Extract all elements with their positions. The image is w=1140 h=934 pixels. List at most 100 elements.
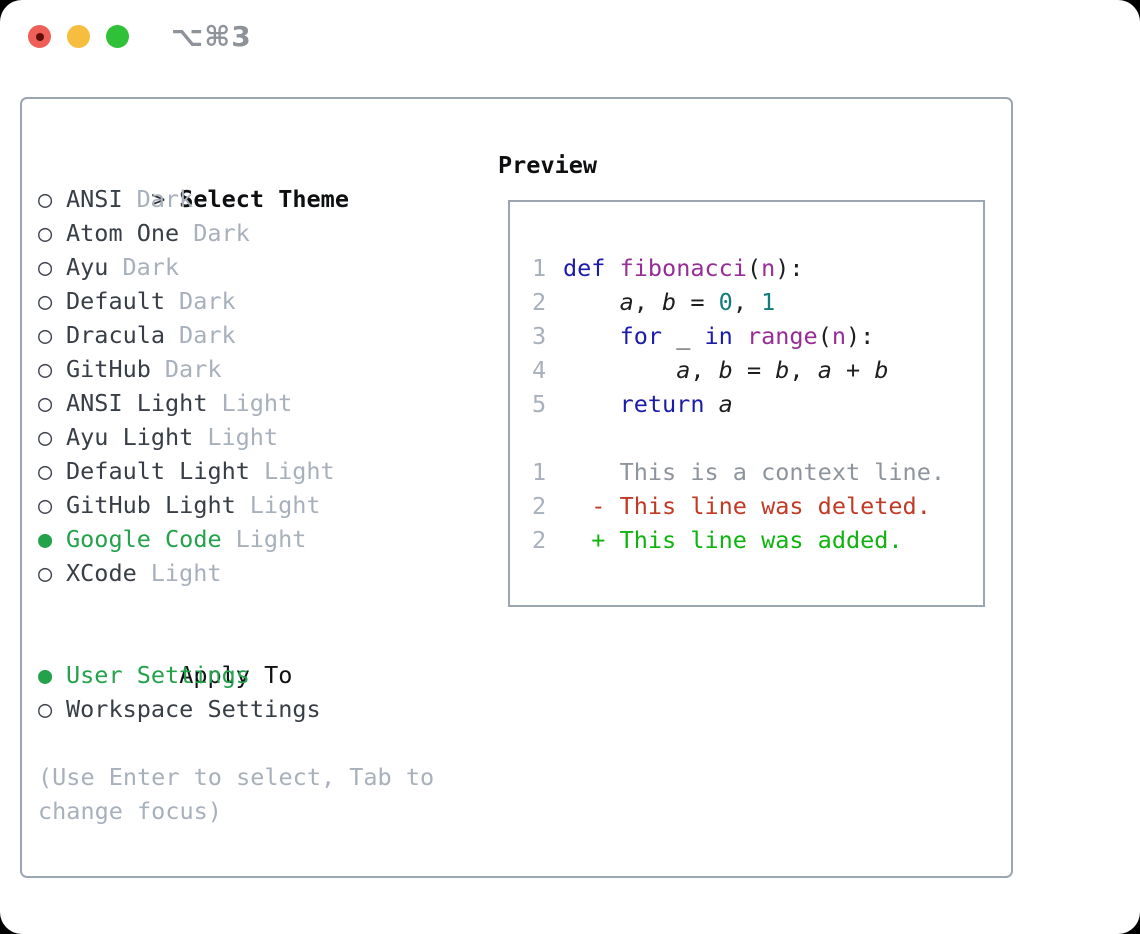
theme-variant: Dark (136, 185, 194, 213)
code-token: a (676, 356, 691, 384)
theme-option[interactable]: ○ GitHub Dark (38, 352, 434, 386)
radio-unselected-icon: ○ (38, 219, 53, 247)
radio-unselected-icon: ○ (38, 321, 53, 349)
apply-to-header: Apply To (38, 624, 434, 689)
code-line: 2 - This line was deleted. (532, 489, 983, 523)
code-token: , (789, 356, 818, 384)
code-token: return (619, 390, 705, 418)
apply-to-option[interactable]: ● User Settings (38, 658, 434, 692)
hint-line: (Use Enter to select, Tab to (38, 763, 435, 791)
code-token (704, 390, 718, 418)
theme-name: Default (66, 287, 166, 315)
theme-variant: Dark (164, 355, 222, 383)
radio-unselected-icon: ○ (38, 559, 53, 587)
prompt-icon: > (151, 185, 166, 213)
theme-variant: Light (249, 491, 321, 519)
preview-title: Preview (498, 151, 598, 179)
theme-option[interactable]: ○ Dracula Dark (38, 318, 434, 352)
code-token: a (619, 288, 634, 316)
theme-name: Ayu (66, 253, 109, 281)
code-token: fibonacci (619, 254, 747, 282)
code-token: def (563, 254, 606, 282)
code-token: 1 (761, 288, 776, 316)
theme-name: Default Light (66, 457, 250, 485)
code-line: 4 a, b = b, a + b (532, 353, 983, 387)
apply-to-label: User Settings (66, 661, 250, 689)
theme-variant: Dark (179, 321, 236, 349)
theme-name: ANSI (66, 185, 123, 213)
code-token: a (718, 390, 733, 418)
titlebar: ⌥⌘3 (28, 23, 252, 51)
code-token: n (761, 254, 776, 282)
code-token: ): (846, 322, 875, 350)
code-token: - This line was deleted. (563, 492, 931, 520)
code-line (532, 421, 983, 455)
theme-variant: Light (150, 559, 222, 587)
theme-option[interactable]: ○ Default Dark (38, 284, 434, 318)
radio-selected-icon: ● (38, 661, 53, 689)
code-token: b (775, 356, 790, 384)
hint-line: change focus) (38, 797, 222, 825)
theme-variant: Dark (179, 287, 236, 315)
code-token: , (690, 356, 719, 384)
code-line: 2 + This line was added. (532, 523, 983, 557)
code-line: 5 return a (532, 387, 983, 421)
close-button[interactable] (28, 25, 51, 48)
line-number: 1 (532, 458, 547, 486)
theme-name: Dracula (66, 321, 166, 349)
code-token (733, 322, 747, 350)
zoom-button[interactable] (106, 25, 129, 48)
theme-option[interactable]: ○ ANSI Dark (38, 182, 434, 216)
theme-name: ANSI Light (66, 389, 208, 417)
code-token: 0 (718, 288, 733, 316)
code-token: = (676, 288, 719, 316)
radio-unselected-icon: ○ (38, 287, 53, 315)
theme-name: XCode (66, 559, 137, 587)
radio-unselected-icon: ○ (38, 389, 53, 417)
code-token: range (746, 322, 818, 350)
spacer (38, 726, 434, 760)
radio-unselected-icon: ○ (38, 355, 53, 383)
code-token (563, 356, 676, 384)
line-number: 2 (532, 288, 547, 316)
theme-variant: Light (207, 423, 279, 451)
code-token: for (619, 322, 663, 350)
code-token (563, 288, 620, 316)
code-token: b (718, 356, 733, 384)
code-token: + (831, 356, 875, 384)
theme-option[interactable]: ○ Atom One Dark (38, 216, 434, 250)
radio-unselected-icon: ○ (38, 185, 53, 213)
theme-name: GitHub (66, 355, 151, 383)
theme-variant: Dark (193, 219, 250, 247)
code-token: ( (817, 322, 832, 350)
radio-selected-icon: ● (38, 525, 53, 553)
apply-to-title: Apply To (179, 661, 293, 689)
line-number: 3 (532, 322, 547, 350)
code-token: , (633, 288, 663, 316)
code-token: _ (662, 322, 705, 350)
theme-variant: Light (235, 525, 307, 553)
theme-option[interactable]: ○ XCode Light (38, 556, 434, 590)
theme-name: Atom One (66, 219, 180, 247)
apply-to-list: ● User Settings ○Workspace Settings (38, 658, 434, 726)
line-number: 2 (532, 526, 547, 554)
radio-unselected-icon: ○ (38, 457, 53, 485)
select-theme-title: Select Theme (179, 185, 349, 213)
code-token: , (732, 288, 762, 316)
line-number: 2 (532, 492, 547, 520)
minimize-button[interactable] (67, 25, 90, 48)
code-token: n (831, 322, 847, 350)
radio-unselected-icon: ○ (38, 423, 53, 451)
line-number: 4 (532, 356, 547, 384)
apply-to-option[interactable]: ○Workspace Settings (38, 692, 434, 726)
theme-option[interactable]: ○ Default Light Light (38, 454, 434, 488)
theme-variant: Light (263, 457, 335, 485)
